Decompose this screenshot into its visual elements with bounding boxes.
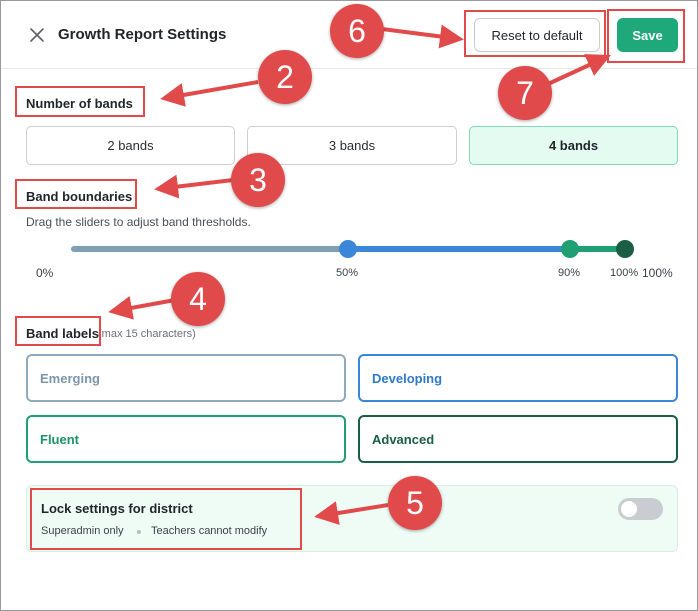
band-boundaries-heading: Band boundaries <box>26 189 133 204</box>
slider-segment-2 <box>348 246 570 252</box>
lock-settings-card <box>26 485 678 552</box>
highlight-reset-button <box>464 10 606 57</box>
close-icon[interactable] <box>27 25 47 45</box>
band-option-3[interactable]: 3 bands <box>247 126 457 165</box>
tick-label-handle-1: 50% <box>336 267 359 279</box>
separator-dot <box>137 530 141 534</box>
band-labels-hint: (max 15 characters) <box>98 328 196 340</box>
toggle-thumb <box>621 501 637 517</box>
lock-settings-title: Lock settings for district <box>41 501 193 516</box>
band-option-2[interactable]: 2 bands <box>26 126 235 165</box>
callout-badge-3: 3 <box>231 153 285 207</box>
highlight-lock-settings <box>30 488 302 550</box>
lock-settings-toggle[interactable] <box>618 498 663 520</box>
slider-handle-3[interactable] <box>616 240 634 258</box>
slider-segment-1 <box>71 246 348 252</box>
tick-label-handle-2: 90% <box>558 267 581 279</box>
highlight-band-labels <box>15 316 101 346</box>
highlight-save-button <box>607 9 685 63</box>
band-labels-heading: Band labels <box>26 326 99 341</box>
slider-handle-2[interactable] <box>560 240 579 258</box>
tick-label-handle-3: 100% <box>610 267 639 279</box>
lock-scope-text: Superadmin only <box>41 525 124 537</box>
band-label-input-1[interactable] <box>26 354 346 402</box>
panel-header: Growth Report Settings Reset to default … <box>1 1 697 69</box>
callout-badge-6: 6 <box>330 4 384 58</box>
band-option-4[interactable]: 4 bands <box>469 126 678 165</box>
callout-badge-4: 4 <box>171 272 225 326</box>
save-button[interactable]: Save <box>617 18 678 52</box>
band-boundaries-helper: Drag the sliders to adjust band threshol… <box>26 215 251 229</box>
highlight-number-of-bands <box>15 86 145 117</box>
tick-label-start: 0% <box>36 266 54 280</box>
callout-badge-7: 7 <box>498 66 552 120</box>
callout-badge-5: 5 <box>388 476 442 530</box>
band-label-input-2[interactable] <box>358 354 678 402</box>
page-title: Growth Report Settings <box>58 26 227 43</box>
tick-label-end: 100% <box>642 266 673 280</box>
slider-segment-3 <box>569 246 625 252</box>
highlight-band-boundaries <box>15 179 137 209</box>
reset-to-default-button[interactable]: Reset to default <box>474 18 600 52</box>
band-label-input-3[interactable] <box>26 415 346 463</box>
band-label-input-4[interactable] <box>358 415 678 463</box>
callout-badge-2: 2 <box>258 50 312 104</box>
number-of-bands-heading: Number of bands <box>26 96 133 111</box>
lock-note-text: Teachers cannot modify <box>151 525 268 537</box>
slider-handle-1[interactable] <box>339 240 357 258</box>
